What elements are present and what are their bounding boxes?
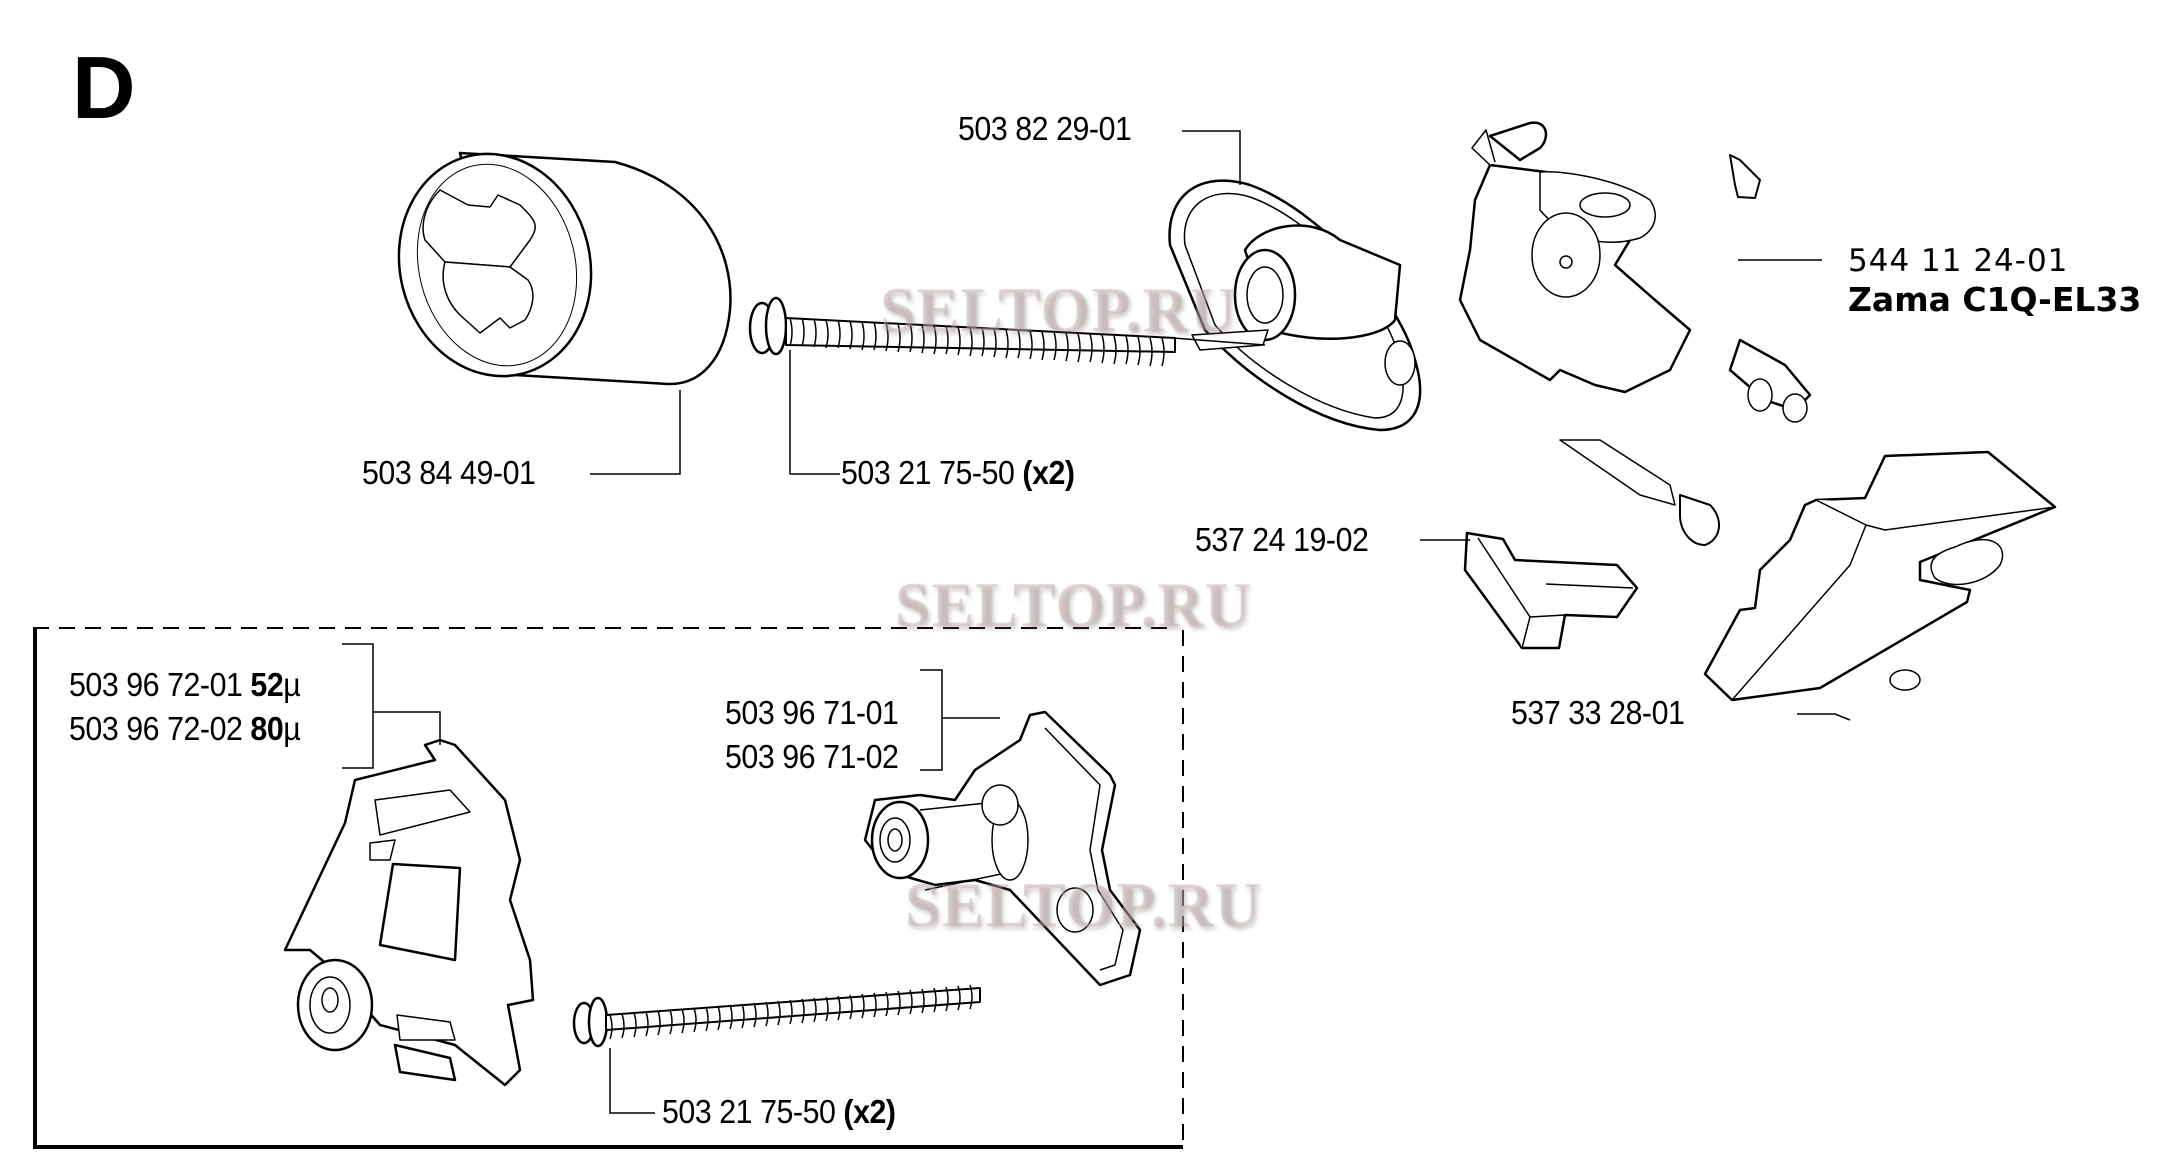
part-label-screw-top: 503 21 75-50 (x2) <box>841 456 1075 489</box>
part-number: 503 96 71-01 <box>725 694 899 731</box>
part-label-filter-holder-52: 503 96 72-01 52µ <box>69 666 301 703</box>
part-label-air-filter: 503 84 49-01 <box>362 454 536 491</box>
watermark: SELTOP.RU <box>880 274 1238 345</box>
screw-bottom-drawing <box>572 984 981 1048</box>
screw-top-drawing <box>748 296 1176 367</box>
filter-holder-drawing <box>283 738 535 1087</box>
part-number: 537 33 28-01 <box>1511 694 1685 731</box>
part-label-screw-bottom: 503 21 75-50 (x2) <box>662 1095 896 1128</box>
quantity: (x2) <box>1022 454 1075 491</box>
carburetor-drawing <box>1458 121 1812 546</box>
part-label-holder-bracket-01: 503 96 71-01 <box>725 694 899 731</box>
part-label-carburetor: 544 11 24-01 <box>1848 246 2068 277</box>
part-number: 503 84 49-01 <box>362 454 536 491</box>
watermark: SELTOP.RU <box>905 869 1263 940</box>
part-label-spacer-block: 537 24 19-02 <box>1195 521 1369 558</box>
part-number: 503 21 75-50 <box>841 454 1015 491</box>
carburetor-model: Zama C1Q-EL33 <box>1848 280 2142 319</box>
intake-adapter-drawing <box>1168 179 1422 432</box>
watermark: SELTOP.RU <box>895 569 1253 640</box>
part-number: 544 11 24-01 <box>1848 243 2069 279</box>
section-letter: D <box>72 38 136 137</box>
spacer-block-drawing <box>1463 531 1639 650</box>
micron-spec: 80 <box>250 710 284 747</box>
quantity: (x2) <box>843 1093 896 1130</box>
part-number: 503 96 72-01 <box>69 666 243 703</box>
part-label-filter-holder-80: 503 96 72-02 80µ <box>69 710 301 747</box>
part-label-gasket: 537 33 28-01 <box>1511 694 1685 731</box>
holder-bracket-drawing <box>863 710 1142 987</box>
part-number: 503 82 29-01 <box>958 110 1132 147</box>
gasket-drawing <box>1703 450 2057 702</box>
part-number: 503 96 72-02 <box>69 710 243 747</box>
part-label-intake-adapter: 503 82 29-01 <box>958 110 1132 147</box>
part-number: 503 21 75-50 <box>662 1093 836 1130</box>
leader-lines <box>342 130 1851 1114</box>
part-number: 503 96 71-02 <box>725 738 899 775</box>
part-label-holder-bracket-02: 503 96 71-02 <box>725 738 899 775</box>
micron-spec: 52 <box>250 666 284 703</box>
air-filter-drawing <box>397 151 732 386</box>
micron-unit: µ <box>283 666 301 703</box>
part-number: 537 24 19-02 <box>1195 521 1369 558</box>
kit-box-border <box>33 627 1184 1149</box>
micron-unit: µ <box>283 710 301 747</box>
